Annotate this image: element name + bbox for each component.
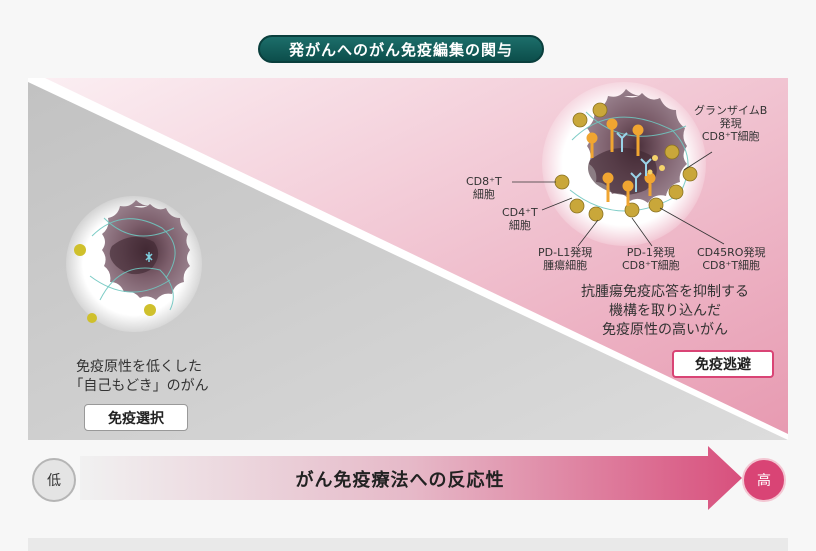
low-marker: 低 — [32, 458, 76, 502]
diagram-title: 発がんへのがん免疫編集の関与 — [258, 35, 544, 63]
responsiveness-label: がん免疫療法への反応性 — [295, 470, 505, 491]
immune-selection-tag: 免疫選択 — [84, 404, 188, 431]
immune-escape-description: 抗腫瘍免疫応答を抑制する 機構を取り込んだ 免疫原性の高いがん — [581, 284, 749, 338]
callout-lines — [512, 151, 725, 247]
granzyme-label: グランザイムB 発現 CD8⁺T細胞 — [694, 104, 768, 143]
right-tumor-illustration — [542, 82, 706, 246]
high-marker: 高 — [742, 458, 786, 502]
pd1-cd8-label: PD-1発現 CD8⁺T細胞 — [622, 246, 680, 272]
pdl1-tumor-cell-label: PD-L1発現 腫瘍細胞 — [538, 246, 593, 272]
immune-escape-tag: 免疫逃避 — [672, 350, 774, 378]
bottom-strip — [28, 538, 788, 551]
cd8-t-cell-label: CD8⁺T 細胞 — [466, 175, 502, 201]
responsiveness-arrow — [80, 446, 742, 510]
cd45ro-cd8-label: CD45RO発現 CD8⁺T細胞 — [697, 246, 766, 272]
immune-selection-description: 免疫原性を低くした 「自己もどき」のがん — [69, 359, 209, 394]
immune-selection-region — [28, 82, 788, 440]
cd4-t-cell-label: CD4⁺T 細胞 — [502, 206, 538, 232]
left-tumor-illustration — [66, 196, 202, 332]
